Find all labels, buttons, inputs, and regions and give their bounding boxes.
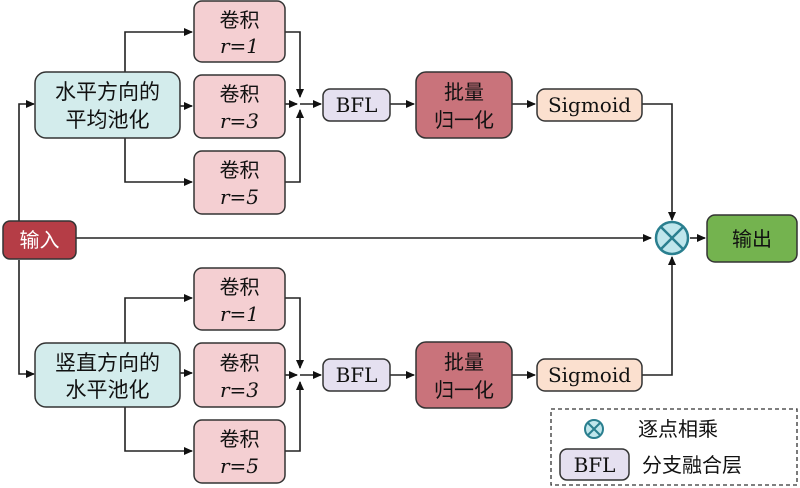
bottom-batchnorm-node: 批量 归一化: [415, 341, 513, 409]
top-pool-line1: 水平方向的: [55, 80, 160, 104]
top-conv-r5-node: 卷积 r=5: [193, 150, 286, 215]
wire-bottom-pool-conv5: [124, 407, 193, 455]
top-bn-line1: 批量: [444, 80, 484, 104]
bottom-pool-line2: 水平池化: [66, 378, 150, 402]
top-conv-r3-line1: 卷积: [220, 82, 260, 106]
legend-multiply-icon: [584, 419, 604, 439]
bottom-conv-r3-line1: 卷积: [220, 351, 260, 375]
wire-bottom-pool-conv1: [124, 294, 193, 343]
wire-input-to-bottom-pool: [18, 260, 35, 378]
top-conv-r1-line2: r=1: [220, 34, 259, 58]
legend: 逐点相乘 BFL 分支融合层: [550, 408, 798, 486]
bottom-bn-line2: 归一化: [434, 378, 494, 402]
legend-bfl-label: 分支融合层: [642, 453, 742, 477]
connections: [18, 28, 706, 455]
bottom-conv-r3-line2: r=3: [220, 378, 259, 402]
top-bfl-label: BFL: [336, 93, 378, 117]
bottom-bfl-label: BFL: [336, 363, 378, 387]
top-batchnorm-node: 批量 归一化: [415, 71, 513, 139]
top-sigmoid-label: Sigmoid: [548, 93, 631, 117]
wire-bottom-sigmoid-multiply: [642, 256, 676, 376]
top-conv-r3-line2: r=3: [220, 109, 259, 133]
top-pool-node: 水平方向的 平均池化: [34, 71, 181, 139]
wire-top-conv5-merge: [285, 109, 304, 183]
wire-top-pool-conv5: [124, 138, 193, 186]
bottom-conv-r5-node: 卷积 r=5: [193, 419, 286, 484]
bottom-conv-r1-line2: r=1: [220, 302, 259, 326]
output-label: 输出: [732, 227, 772, 251]
wire-top-sigmoid-multiply: [642, 103, 676, 221]
input-node: 输入: [2, 220, 77, 260]
top-pool-line2: 平均池化: [66, 108, 150, 132]
legend-bfl-symbol-text: BFL: [574, 453, 616, 477]
wire-top-conv1-merge: [285, 31, 304, 98]
top-conv-r3-node: 卷积 r=3: [193, 74, 286, 139]
bottom-sigmoid-node: Sigmoid: [536, 358, 643, 392]
input-label: 输入: [20, 228, 60, 252]
bottom-conv-r5-line1: 卷积: [220, 427, 260, 451]
bottom-pool-line1: 竖直方向的: [55, 351, 160, 375]
bottom-sigmoid-label: Sigmoid: [548, 363, 631, 387]
wire-bottom-conv1-merge: [285, 297, 304, 369]
multiply-icon: [654, 220, 690, 256]
top-bn-line2: 归一化: [434, 108, 494, 132]
wire-top-pool-conv1: [124, 28, 193, 72]
bottom-conv-r3-node: 卷积 r=3: [193, 342, 286, 408]
output-node: 输出: [706, 214, 798, 263]
bottom-bn-line1: 批量: [444, 350, 484, 374]
top-bfl-node: BFL: [322, 88, 391, 122]
bottom-conv-r5-line2: r=5: [220, 454, 259, 478]
top-conv-r5-line2: r=5: [220, 185, 259, 209]
bottom-bfl-node: BFL: [322, 358, 391, 392]
bottom-pool-node: 竖直方向的 水平池化: [34, 342, 181, 408]
top-conv-r1-node: 卷积 r=1: [193, 0, 286, 63]
legend-multiply-label: 逐点相乘: [638, 417, 718, 441]
top-conv-r1-line1: 卷积: [220, 8, 260, 32]
wire-bottom-conv5-merge: [285, 381, 304, 452]
legend-bfl-symbol: BFL: [559, 448, 630, 481]
wire-input-to-top-pool: [18, 100, 35, 222]
bottom-conv-r1-node: 卷积 r=1: [193, 267, 286, 331]
top-conv-r5-line1: 卷积: [220, 158, 260, 182]
bottom-conv-r1-line1: 卷积: [220, 275, 260, 299]
top-sigmoid-node: Sigmoid: [536, 88, 643, 122]
